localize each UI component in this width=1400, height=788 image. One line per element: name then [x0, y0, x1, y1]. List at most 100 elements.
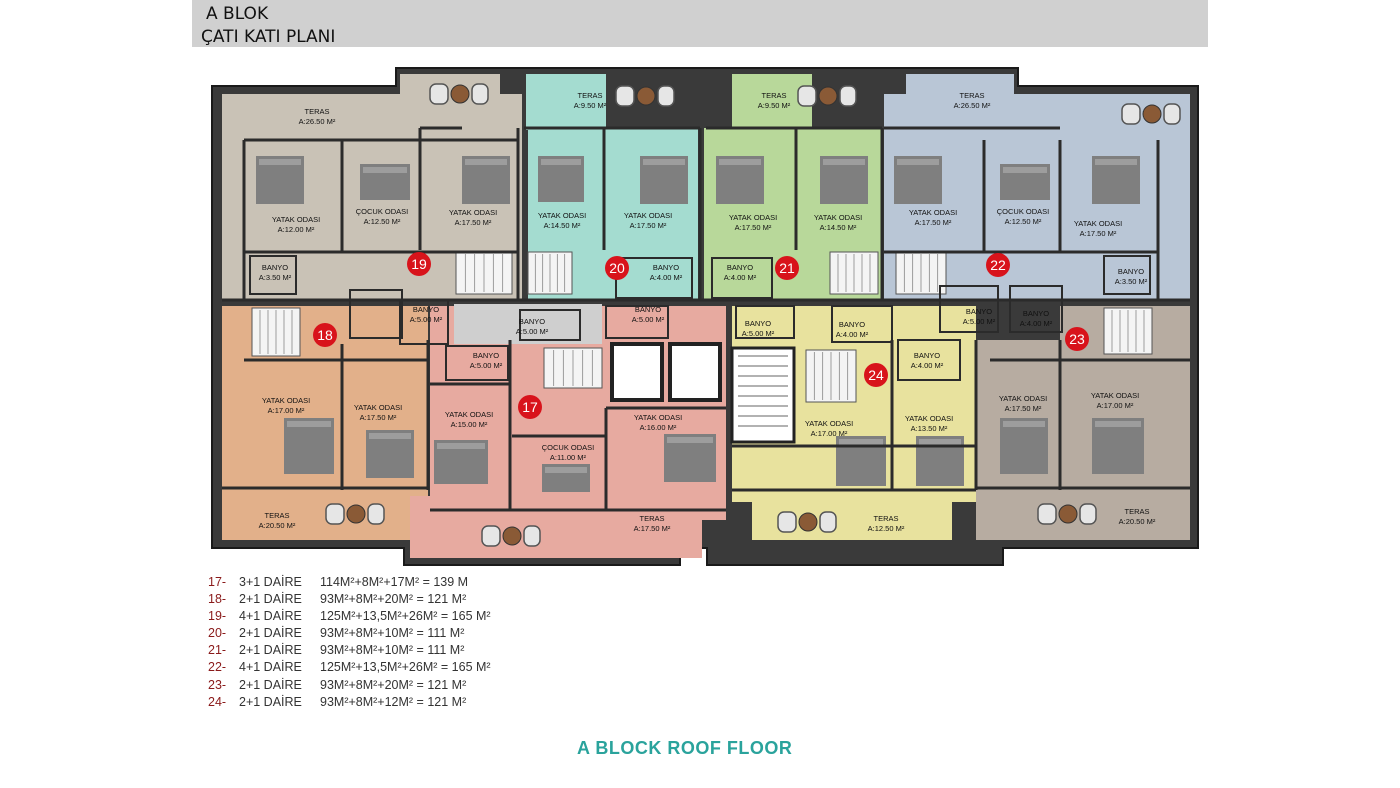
legend-unit-type: 2+1 DAİRE: [239, 643, 302, 658]
room-area-label: A:12.50 M²: [1005, 217, 1042, 226]
lounger-5: [481, 525, 501, 547]
terrace-furniture: [325, 83, 1181, 547]
room-name-label: TERAS: [264, 511, 289, 520]
room-area-label: A:20.50 M²: [259, 521, 296, 530]
room-name-label: YATAK ODASI: [272, 215, 320, 224]
bed-18b-pillow: [369, 433, 411, 439]
lounger-b-5: [523, 525, 541, 547]
bathroom-13: [897, 339, 961, 381]
legend-unit-type: 2+1 DAİRE: [239, 694, 302, 709]
room-name-label: BANYO: [473, 351, 499, 360]
room-name-label: BANYO: [262, 263, 288, 272]
room-area-label: A:15.00 M²: [451, 420, 488, 429]
footer-title: A BLOCK ROOF FLOOR: [577, 738, 793, 758]
lounger-b-0: [471, 83, 489, 105]
room-name-label: YATAK ODASI: [909, 208, 957, 217]
room-name-label: TERAS: [577, 91, 602, 100]
room-area-label: A:14.50 M²: [544, 221, 581, 230]
room-area-label: A:4.00 M²: [836, 330, 869, 339]
bathroom-7: [349, 289, 403, 339]
bed-18a: [284, 418, 334, 474]
room-area-label: A:20.50 M²: [1119, 517, 1156, 526]
lounger-3: [1121, 103, 1141, 125]
room-area-label: A:17.00 M²: [268, 406, 305, 415]
room-area-label: A:17.50 M²: [1005, 404, 1042, 413]
room-name-label: BANYO: [635, 305, 661, 314]
room-name-label: TERAS: [761, 91, 786, 100]
bed-symbols: [256, 156, 1144, 492]
bed-23b-pillow: [1095, 421, 1141, 427]
legend-unit-number: 23-: [208, 677, 227, 692]
unit-22-number: 22: [990, 257, 1006, 273]
bathroom-8: [445, 345, 509, 381]
side-table-3: [1142, 104, 1162, 124]
bathroom-6: [1009, 285, 1063, 333]
room-area-label: A:4.00 M²: [911, 361, 944, 370]
bed-19c-pillow: [465, 159, 507, 165]
unit-17-badge: [518, 395, 542, 419]
room-name-label: BANYO: [914, 351, 940, 360]
lounger-b-2: [839, 85, 857, 107]
legend-unit-area: 114M²+8M²+17M² = 139 M: [320, 575, 469, 589]
side-table-5: [502, 526, 522, 546]
legend-unit-area: 93M²+8M²+20M² = 121 M²: [320, 592, 467, 607]
unit-19-badge: [407, 252, 431, 276]
unit-17-terrace-fill: [410, 496, 702, 558]
unit-24-badge: [864, 363, 888, 387]
unit-18-badge: [313, 323, 337, 347]
bed-18a-pillow: [287, 421, 331, 427]
room-area-label: A:4.00 M²: [724, 273, 757, 282]
room-area-label: A:5.00 M²: [516, 327, 549, 336]
room-area-label: A:17.50 M²: [455, 218, 492, 227]
bed-23b: [1092, 418, 1144, 474]
lounger-1: [615, 85, 635, 107]
legend-unit-number: 19-: [208, 609, 227, 624]
shaft-left: [610, 342, 664, 402]
room-area-label: A:17.50 M²: [1080, 229, 1117, 238]
legend-unit-area: 93M²+8M²+10M² = 111 M²: [320, 626, 465, 641]
side-table-6: [798, 512, 818, 532]
bathroom-9: [519, 309, 581, 341]
legend-unit-number: 17-: [208, 575, 227, 589]
lounger-b-1: [657, 85, 675, 107]
unit-23-badge: [1065, 327, 1089, 351]
unit-22-badge: [986, 253, 1010, 277]
bathroom-3: [711, 257, 773, 299]
room-name-label: TERAS: [1124, 507, 1149, 516]
bed-22b-pillow: [1003, 167, 1047, 173]
room-name-label: BANYO: [413, 305, 439, 314]
room-name-label: TERAS: [304, 107, 329, 116]
bed-17a-pillow: [437, 443, 485, 449]
side-table-7: [1058, 504, 1078, 524]
room-name-label: YATAK ODASI: [634, 413, 682, 422]
room-area-label: A:17.50 M²: [630, 221, 667, 230]
room-name-label: BANYO: [839, 320, 865, 329]
unit-21-number: 21: [779, 260, 795, 276]
bathroom-0: [249, 255, 297, 295]
bed-20a-pillow: [541, 159, 581, 165]
room-area-label: A:5.00 M²: [742, 329, 775, 338]
room-area-label: A:12.50 M²: [364, 217, 401, 226]
bathroom-11: [735, 305, 795, 339]
room-area-label: A:9.50 M²: [574, 101, 607, 110]
lounger-0: [429, 83, 449, 105]
lounger-b-7: [1079, 503, 1097, 525]
room-name-label: YATAK ODASI: [999, 394, 1047, 403]
room-name-label: TERAS: [873, 514, 898, 523]
lounger-2: [797, 85, 817, 107]
lounger-6: [777, 511, 797, 533]
room-name-label: YATAK ODASI: [1091, 391, 1139, 400]
bed-20b-pillow: [643, 159, 685, 165]
legend-unit-area: 93M²+8M²+10M² = 111 M²: [320, 643, 465, 658]
room-area-label: A:26.50 M²: [299, 117, 336, 126]
room-name-label: YATAK ODASI: [814, 213, 862, 222]
header-bar: [192, 0, 1208, 47]
room-name-label: YATAK ODASI: [1074, 219, 1122, 228]
bed-19b-pillow: [363, 167, 407, 173]
room-name-label: ÇOCUK ODASI: [997, 207, 1050, 216]
legend-unit-number: 22-: [208, 660, 227, 675]
bathroom-4: [1103, 255, 1151, 295]
legend-unit-type: 4+1 DAİRE: [239, 660, 302, 675]
